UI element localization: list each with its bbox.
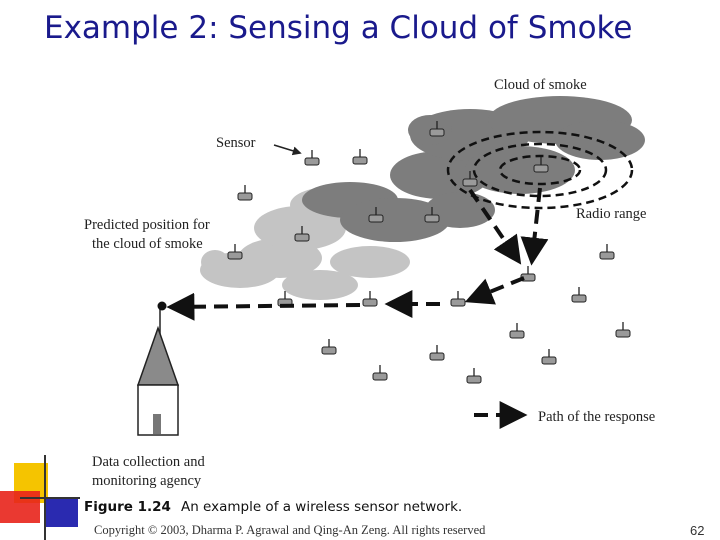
sensor-node <box>368 207 384 223</box>
station-door <box>153 414 161 434</box>
figure-caption-text: An example of a wireless sensor network. <box>180 499 463 515</box>
sensor-node <box>599 244 615 260</box>
radio-range-rings <box>446 130 634 210</box>
sensor-node <box>321 339 337 355</box>
figure-number: Figure 1.24 <box>84 499 171 515</box>
path-segment-1 <box>468 188 522 265</box>
sensor-node <box>450 291 466 307</box>
sensor-node <box>541 349 557 365</box>
predicted-position-label-line2: the cloud of smoke <box>92 236 203 252</box>
sensor-node <box>424 207 440 223</box>
radio-ring-outer <box>446 130 634 210</box>
sensor-node <box>571 287 587 303</box>
sensor-node <box>362 291 378 307</box>
sensor-node <box>509 323 525 339</box>
station-label-line2: monitoring agency <box>92 473 202 489</box>
sensor-node <box>533 157 549 173</box>
station-roof <box>136 325 180 386</box>
radio-ring-inner <box>498 154 582 186</box>
corner-decoration <box>0 455 80 540</box>
figure-caption: Figure 1.24 An example of a wireless sens… <box>84 499 462 515</box>
monitoring-station <box>136 301 180 436</box>
radio-range-label: Radio range <box>576 206 647 222</box>
sensor-pointer-arrow <box>273 144 302 156</box>
path-segment-5 <box>166 292 361 321</box>
station-label-line1: Data collection and <box>92 454 205 470</box>
sensor-node <box>372 365 388 381</box>
sensor-label: Sensor <box>216 135 256 151</box>
deco-horizontal-line <box>20 497 80 499</box>
path-segment-2 <box>520 187 549 266</box>
copyright-notice: Copyright © 2003, Dharma P. Agrawal and … <box>94 523 486 537</box>
path-segment-3 <box>464 276 525 305</box>
sensors <box>227 121 631 384</box>
deco-blue-square <box>44 499 78 527</box>
sensor-node <box>615 322 631 338</box>
sensor-node <box>294 226 310 242</box>
sensor-node <box>462 171 478 187</box>
sensor-node <box>304 150 320 166</box>
sensor-node <box>429 345 445 361</box>
cloud-of-smoke-label: Cloud of smoke <box>494 77 587 93</box>
sensor-node <box>227 244 243 260</box>
sensor-node <box>352 149 368 165</box>
response-path <box>166 187 549 321</box>
radio-ring-middle <box>472 142 608 198</box>
sensor-node <box>429 121 445 137</box>
deco-red-square <box>0 491 40 523</box>
station-antenna-tip <box>157 301 167 311</box>
page-number: 62 <box>690 523 705 538</box>
sensor-node <box>237 185 253 201</box>
path-of-response-label: Path of the response <box>538 409 656 425</box>
predicted-position-label-line1: Predicted position for <box>84 217 210 233</box>
sensor-node <box>466 368 482 384</box>
slide-title: Example 2: Sensing a Cloud of Smoke <box>44 10 633 46</box>
